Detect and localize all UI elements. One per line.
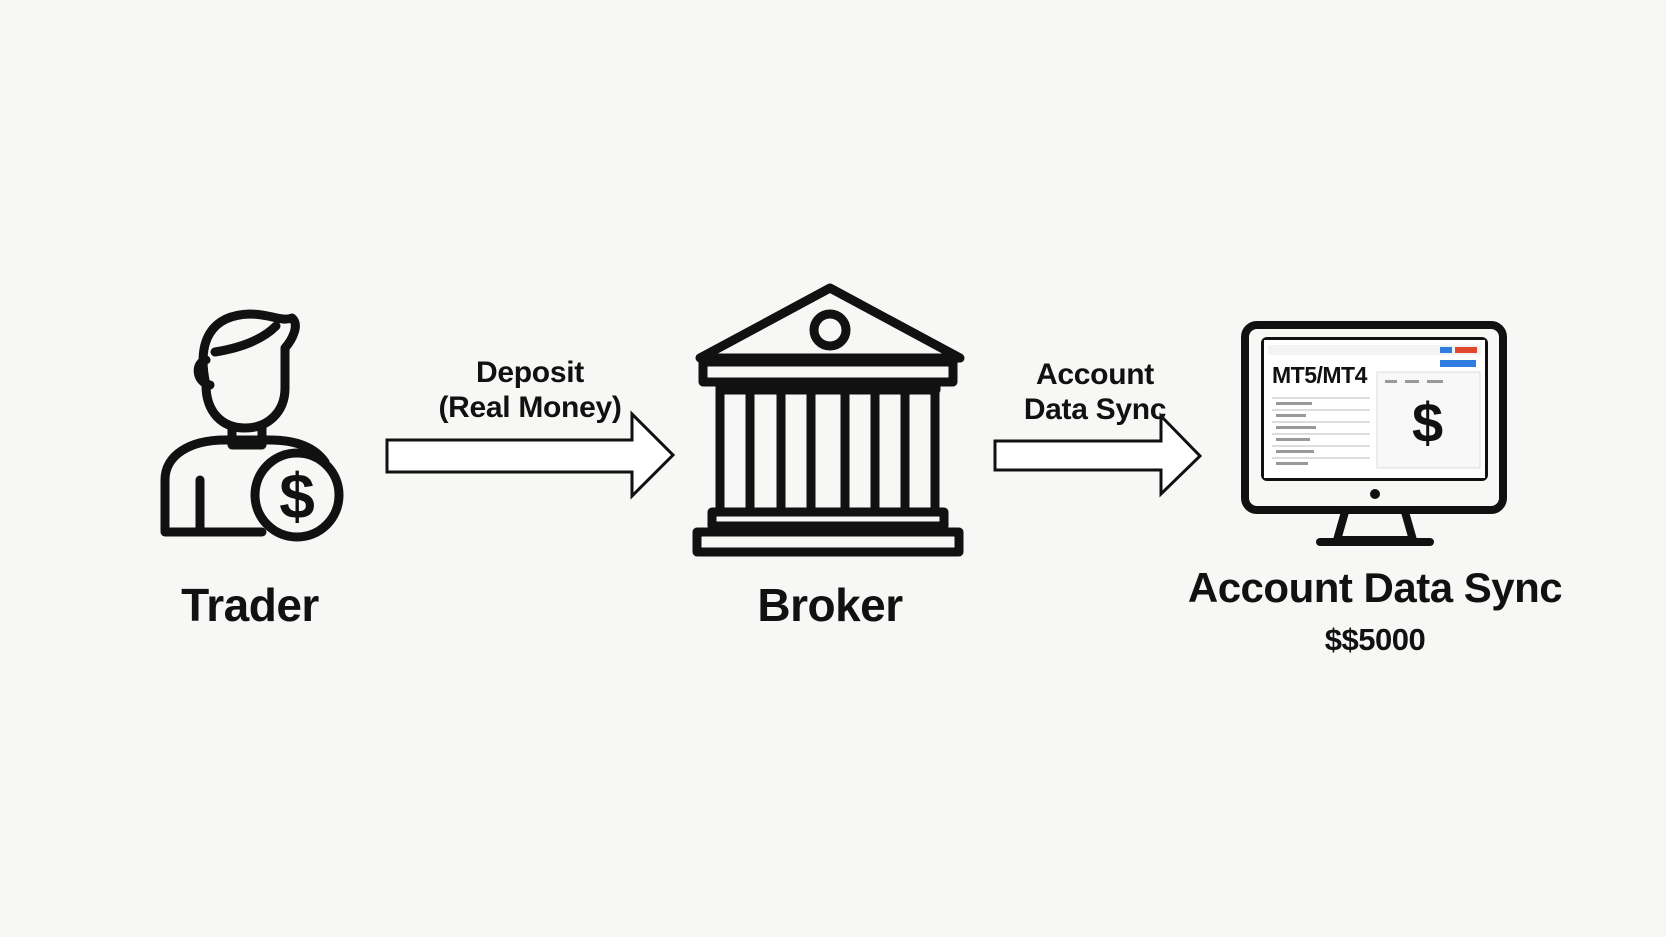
arrow-sync [993,412,1203,498]
edge-label-deposit-line2: (Real Money) [438,391,622,424]
screen-title: MT5/MT4 [1272,362,1367,388]
edge-label-sync-line1: Account [1036,358,1154,391]
edge-label-sync: Account Data Sync [1010,357,1180,427]
edge-label-deposit: Deposit (Real Money) [410,355,650,425]
dollar-coin-icon: $ [279,460,315,532]
node-value-sync: $$5000 [1324,622,1426,657]
monitor-screen-ui [1264,340,1485,478]
screen-dollar-icon: $ [1412,391,1444,454]
edge-label-sync-line2: Data Sync [1023,393,1167,426]
arrow-deposit [385,410,676,500]
trader-icon [160,309,344,542]
bank-icon [692,283,965,557]
node-label-sync: Account Data Sync [1187,564,1563,611]
node-label-broker: Broker [757,579,903,631]
node-label-trader: Trader [181,579,319,631]
edge-label-deposit-line1: Deposit [476,356,584,389]
